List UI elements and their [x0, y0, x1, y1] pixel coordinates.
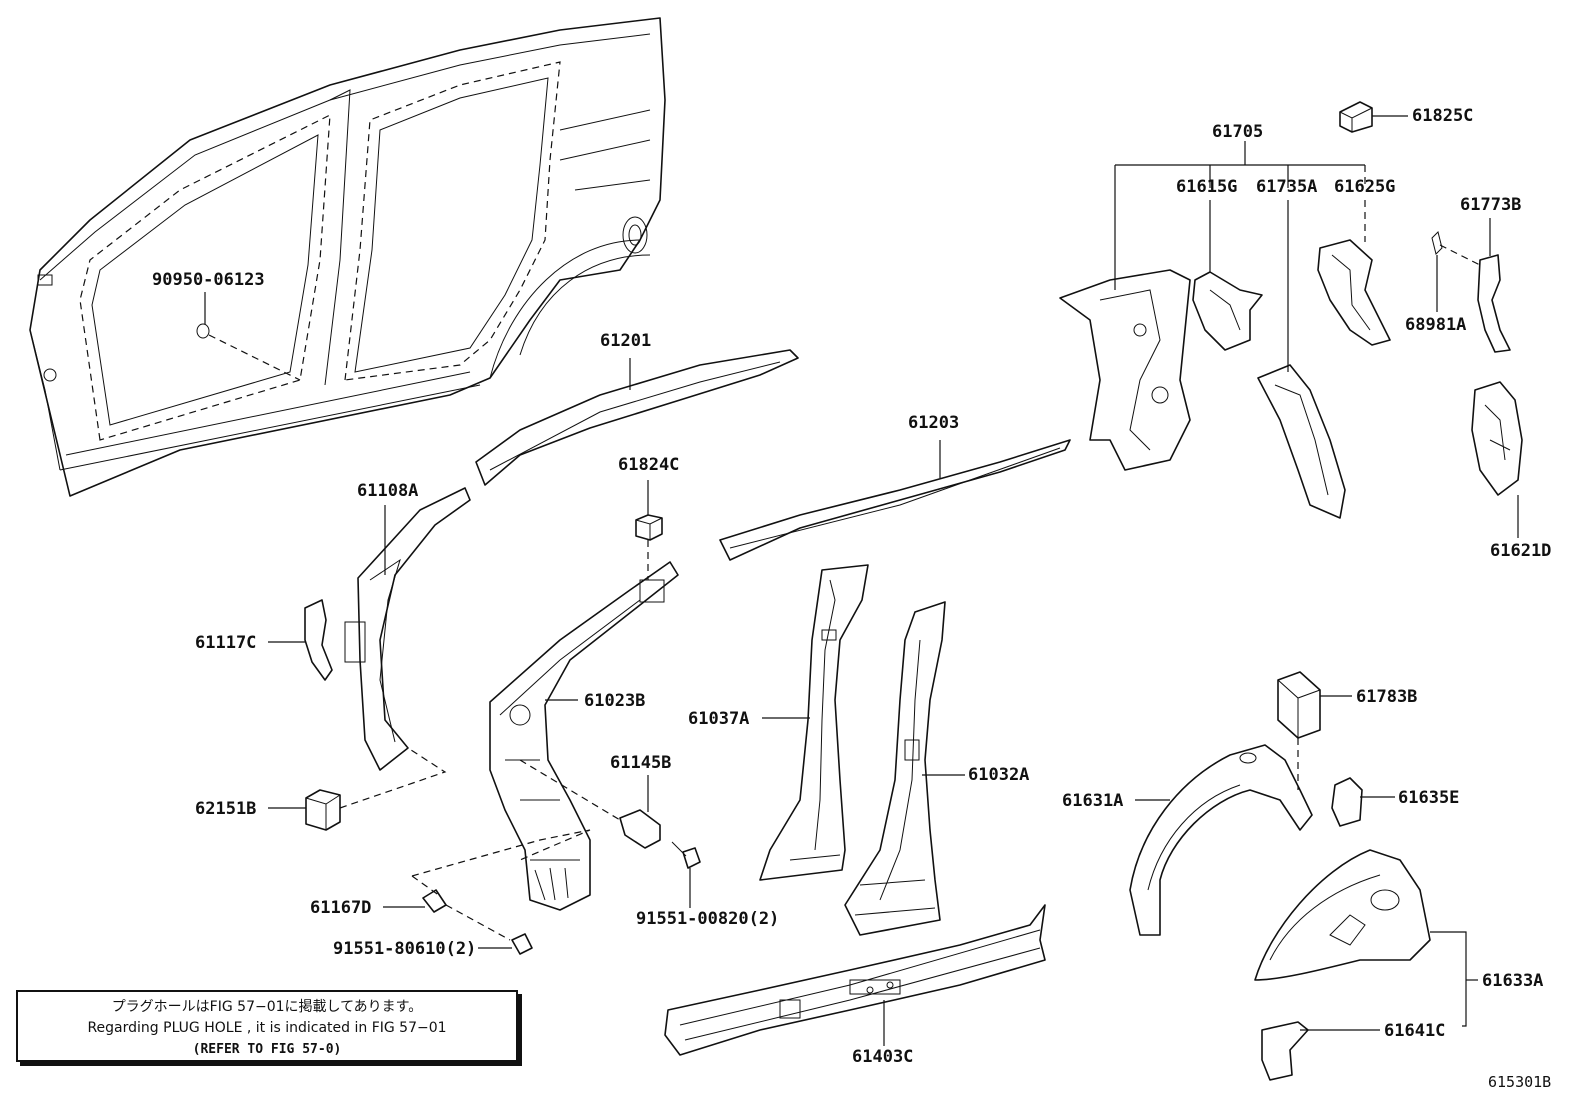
figure-id: 615301B: [1488, 1073, 1552, 1091]
rocker-panel: [664, 904, 1046, 1056]
label-61037A: 61037A: [688, 709, 749, 729]
part-61625G: [1317, 239, 1391, 346]
center-pillar-inner: [489, 561, 679, 911]
label-61631A: 61631A: [1062, 791, 1123, 811]
part-61735A: [1257, 200, 1346, 519]
label-91551-00820: 91551-00820(2): [636, 909, 779, 929]
bolt-91551-00820: [671, 841, 701, 908]
label-61735A: 61735A: [1256, 177, 1317, 197]
label-61201: 61201: [600, 331, 651, 351]
label-61633A: 61633A: [1482, 971, 1543, 991]
label-68981A: 68981A: [1405, 315, 1466, 335]
part-labels: 90950-06123 61201 61203 61705 61825C 616…: [152, 106, 1551, 1067]
label-61824C: 61824C: [618, 455, 679, 475]
label-91551-80610: 91551-80610(2): [333, 939, 476, 959]
label-61203: 61203: [908, 413, 959, 433]
part-61824C: [635, 480, 663, 580]
center-pillar-outer: [844, 601, 965, 936]
label-61108A: 61108A: [357, 481, 418, 501]
center-pillar-reinforcement: [759, 564, 869, 881]
part-61641C: [1261, 1021, 1380, 1081]
label-61145B: 61145B: [610, 753, 671, 773]
rear-wheel-house-outer: [1129, 744, 1313, 936]
part-68981A: [1431, 231, 1481, 312]
part-61145B: [519, 759, 661, 849]
label-61621D: 61621D: [1490, 541, 1551, 561]
part-61773B: [1477, 218, 1511, 353]
part-61117C: [268, 599, 333, 681]
label-61032A: 61032A: [968, 765, 1029, 785]
label-61403C: 61403C: [852, 1047, 913, 1067]
rear-wheel-house-inner: [1254, 849, 1478, 1027]
side-body-panel: [29, 17, 666, 497]
part-61615G: [1192, 200, 1263, 351]
label-61773B: 61773B: [1460, 195, 1521, 215]
note-reference: (REFER TO FIG 57-0): [192, 1042, 342, 1057]
label-61615G: 61615G: [1176, 177, 1237, 197]
quarter-panel-inner-group: [1059, 141, 1366, 471]
label-61625G: 61625G: [1334, 177, 1395, 197]
label-61705: 61705: [1212, 122, 1263, 142]
label-61783B: 61783B: [1356, 687, 1417, 707]
part-62151B: [268, 747, 447, 831]
front-pillar-outer: [344, 487, 471, 771]
roof-side-rail-inner-rear: [719, 439, 1071, 561]
roof-side-rail-inner-front: [475, 349, 799, 486]
part-61783B: [1277, 671, 1352, 790]
label-61825C: 61825C: [1412, 106, 1473, 126]
label-90950-06123: 90950-06123: [152, 270, 265, 290]
part-61635E: [1331, 777, 1395, 827]
part-61167D: [383, 829, 591, 941]
label-61635E: 61635E: [1398, 788, 1459, 808]
plug-hole-note: プラグホールはFIG 57−01に掲載してあります。 Regarding PLU…: [16, 990, 518, 1062]
part-61825C: [1339, 101, 1408, 133]
label-61117C: 61117C: [195, 633, 256, 653]
note-line-japanese: プラグホールはFIG 57−01に掲載してあります。: [111, 999, 423, 1015]
label-61023B: 61023B: [584, 691, 645, 711]
part-61621D: [1471, 381, 1523, 538]
label-61641C: 61641C: [1384, 1021, 1445, 1041]
label-61167D: 61167D: [310, 898, 371, 918]
bolt-91551-80610: [478, 933, 533, 955]
label-62151B: 62151B: [195, 799, 256, 819]
note-line-english: Regarding PLUG HOLE , it is indicated in…: [87, 1020, 447, 1036]
